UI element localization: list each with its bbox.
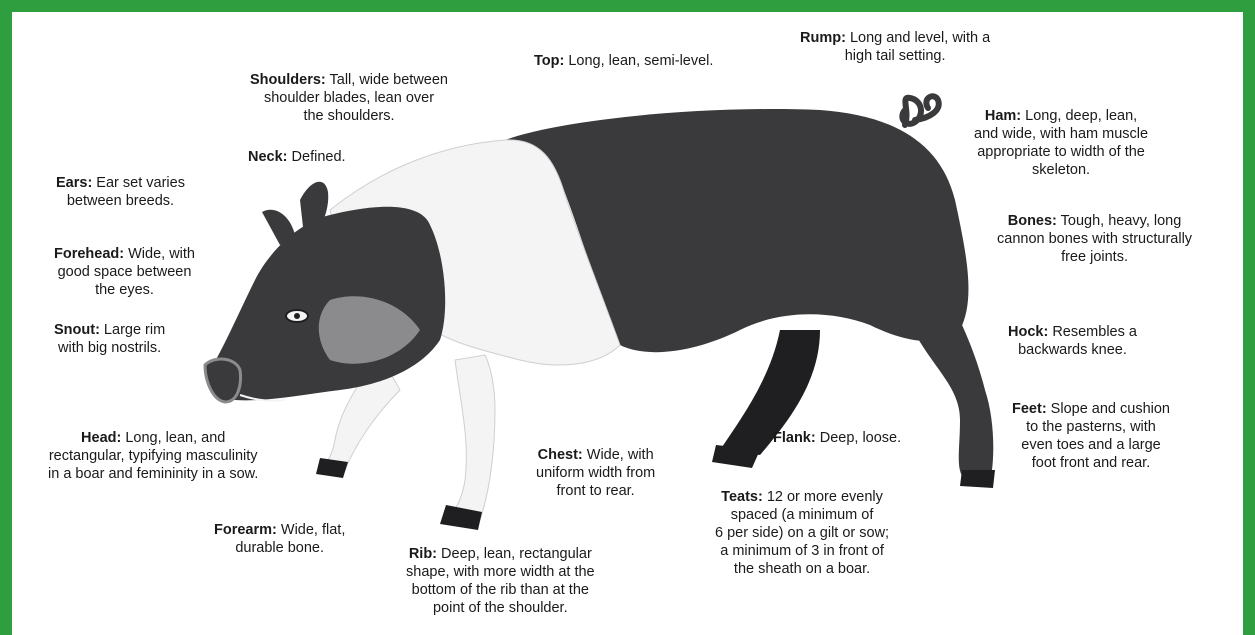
label-forearm: Forearm: Wide, flat, durable bone. bbox=[214, 521, 345, 557]
pig-front-leg-near bbox=[450, 355, 495, 520]
label-neck: Neck: Defined. bbox=[248, 148, 346, 166]
term-top: Top: bbox=[534, 53, 564, 69]
label-forehead: Forehead: Wide, with good space between … bbox=[54, 245, 195, 299]
desc-flank: Deep, loose. bbox=[816, 430, 901, 446]
term-hock: Hock: bbox=[1008, 324, 1048, 340]
term-flank: Flank: bbox=[773, 430, 816, 446]
desc-rump: Long and level, with a high tail setting… bbox=[845, 30, 991, 64]
desc-top: Long, lean, semi-level. bbox=[564, 53, 713, 69]
term-forearm: Forearm: bbox=[214, 522, 277, 538]
term-chest: Chest: bbox=[538, 447, 583, 463]
label-feet: Feet: Slope and cushion to the pasterns,… bbox=[1012, 400, 1170, 472]
term-shoulders: Shoulders: bbox=[250, 72, 326, 88]
term-ham: Ham: bbox=[985, 108, 1021, 124]
pig-rear-hoof bbox=[960, 470, 995, 488]
label-bones: Bones: Tough, heavy, long cannon bones w… bbox=[997, 212, 1192, 266]
label-teats: Teats: 12 or more evenly spaced (a minim… bbox=[715, 488, 889, 578]
pig-snout bbox=[205, 359, 240, 402]
term-rib: Rib: bbox=[409, 546, 437, 562]
term-feet: Feet: bbox=[1012, 401, 1047, 417]
label-rib: Rib: Deep, lean, rectangular shape, with… bbox=[406, 545, 595, 617]
label-ham: Ham: Long, deep, lean, and wide, with ha… bbox=[974, 107, 1148, 179]
term-neck: Neck: bbox=[248, 149, 288, 165]
label-hock: Hock: Resembles a backwards knee. bbox=[1008, 323, 1137, 359]
label-snout: Snout: Large rim with big nostrils. bbox=[54, 321, 165, 357]
label-flank: Flank: Deep, loose. bbox=[773, 429, 901, 447]
desc-neck: Defined. bbox=[288, 149, 346, 165]
desc-head: Long, lean, and rectangular, typifying m… bbox=[48, 430, 258, 482]
term-snout: Snout: bbox=[54, 322, 100, 338]
term-ears: Ears: bbox=[56, 175, 92, 191]
label-chest: Chest: Wide, with uniform width from fro… bbox=[536, 446, 655, 500]
label-rump: Rump: Long and level, with a high tail s… bbox=[800, 29, 990, 65]
term-head: Head: bbox=[81, 430, 121, 446]
term-bones: Bones: bbox=[1008, 213, 1057, 229]
term-rump: Rump: bbox=[800, 30, 846, 46]
label-head: Head: Long, lean, and rectangular, typif… bbox=[48, 429, 258, 483]
label-top: Top: Long, lean, semi-level. bbox=[534, 52, 713, 70]
term-teats: Teats: bbox=[721, 489, 763, 505]
label-shoulders: Shoulders: Tall, wide between shoulder b… bbox=[250, 71, 448, 125]
term-forehead: Forehead: bbox=[54, 246, 124, 262]
label-ears: Ears: Ear set varies between breeds. bbox=[56, 174, 185, 210]
